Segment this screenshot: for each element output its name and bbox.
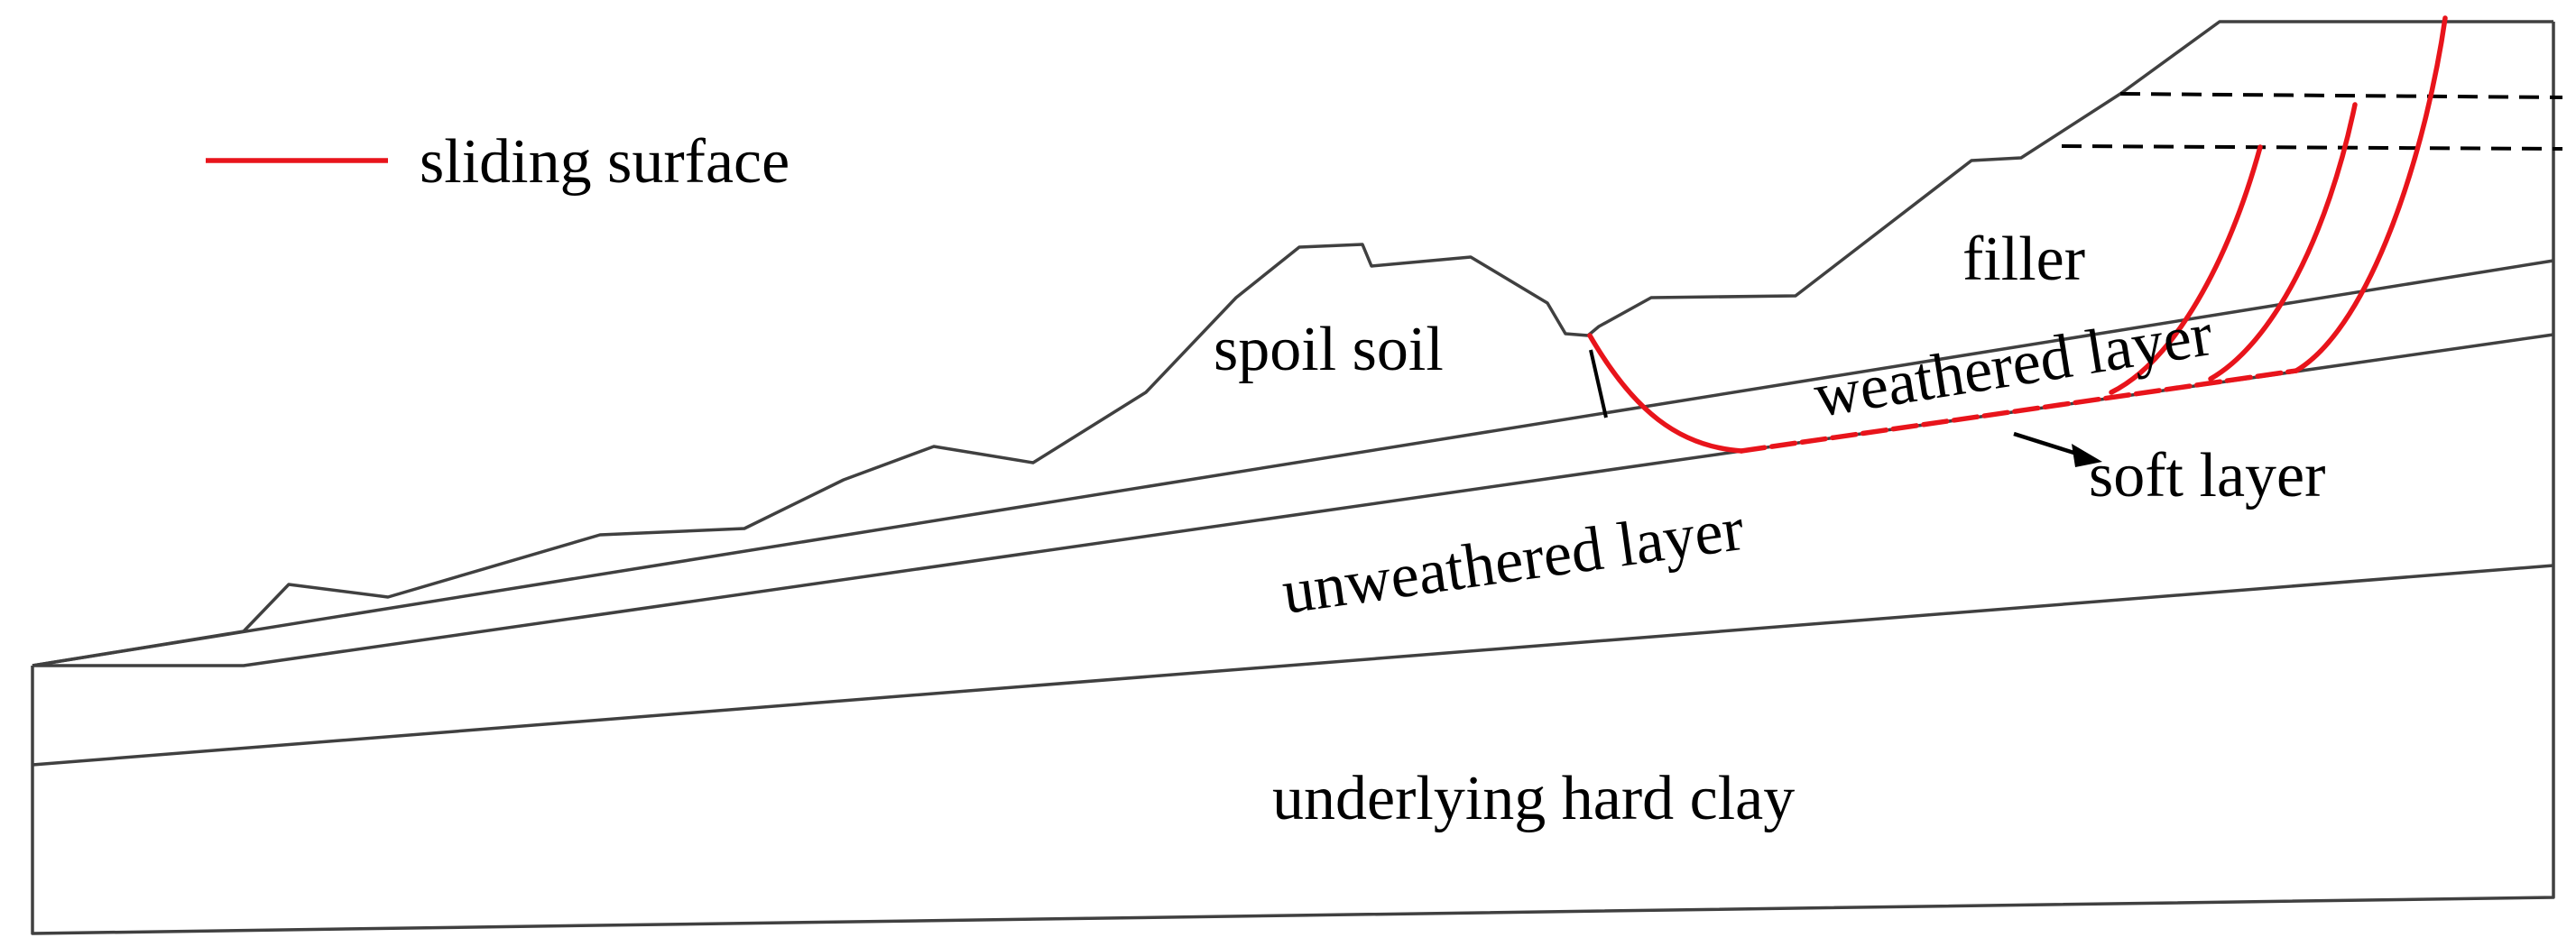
label-filler: filler [1962, 225, 2085, 294]
sliding-surface-soft-layer-dashed [1739, 368, 2299, 454]
label-unweathered-layer: unweathered layer [1279, 494, 1749, 628]
section-outline [31, 22, 2555, 935]
sliding-surface-upper-2 [2208, 102, 2358, 382]
soft-layer-pointer-arrow [2013, 431, 2102, 467]
sliding-surface-upper-1 [2109, 144, 2263, 395]
dashed-reference-line-lower [2061, 144, 2563, 151]
weathered-layer-top-line [32, 259, 2554, 667]
dashed-reference-line-upper [2119, 92, 2563, 99]
tension-crack-mark [1589, 349, 1608, 418]
sliding-surface-lower-slope [1587, 333, 1744, 454]
legend-sliding-surface-label: sliding surface [420, 127, 789, 197]
ground-surface-profile [32, 20, 2553, 667]
sliding-surface-upper-3 [2294, 15, 2448, 373]
label-spoil-soil: spoil soil [1214, 315, 1444, 384]
label-underlying-hard-clay: underlying hard clay [1272, 764, 1795, 833]
hard-clay-top-line [32, 564, 2554, 767]
label-soft-layer: soft layer [2089, 441, 2325, 510]
